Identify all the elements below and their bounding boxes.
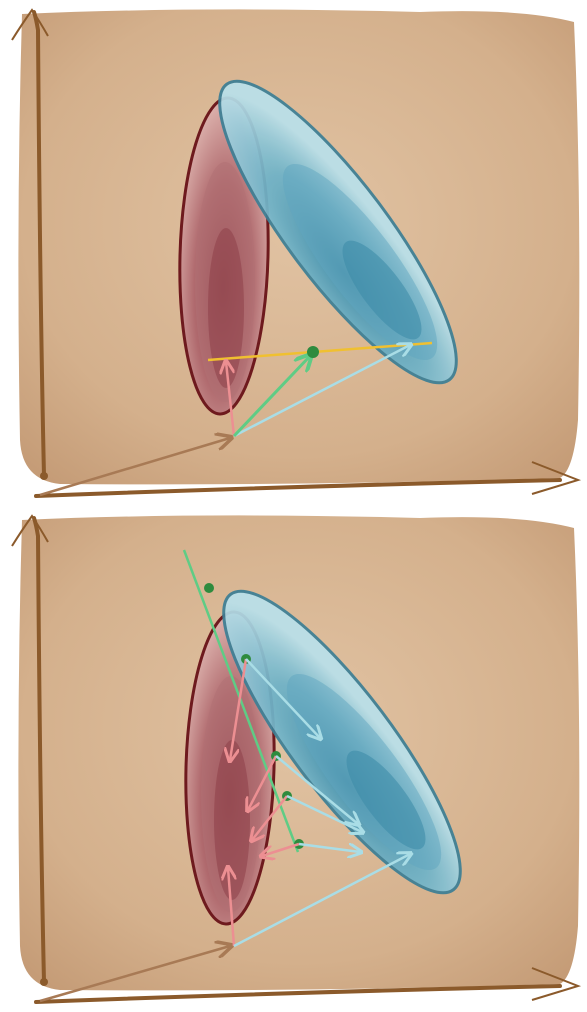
bottom-diagram-svg	[0, 506, 587, 1012]
midpoint-dot	[307, 346, 319, 358]
panel-bottom	[0, 506, 587, 1012]
projection-dot-1	[204, 583, 214, 593]
top-diagram-svg	[0, 0, 587, 506]
panel-top	[0, 0, 587, 506]
origin-dot	[40, 472, 48, 480]
red-inner-level-2	[214, 740, 250, 900]
origin-dot	[40, 978, 48, 986]
